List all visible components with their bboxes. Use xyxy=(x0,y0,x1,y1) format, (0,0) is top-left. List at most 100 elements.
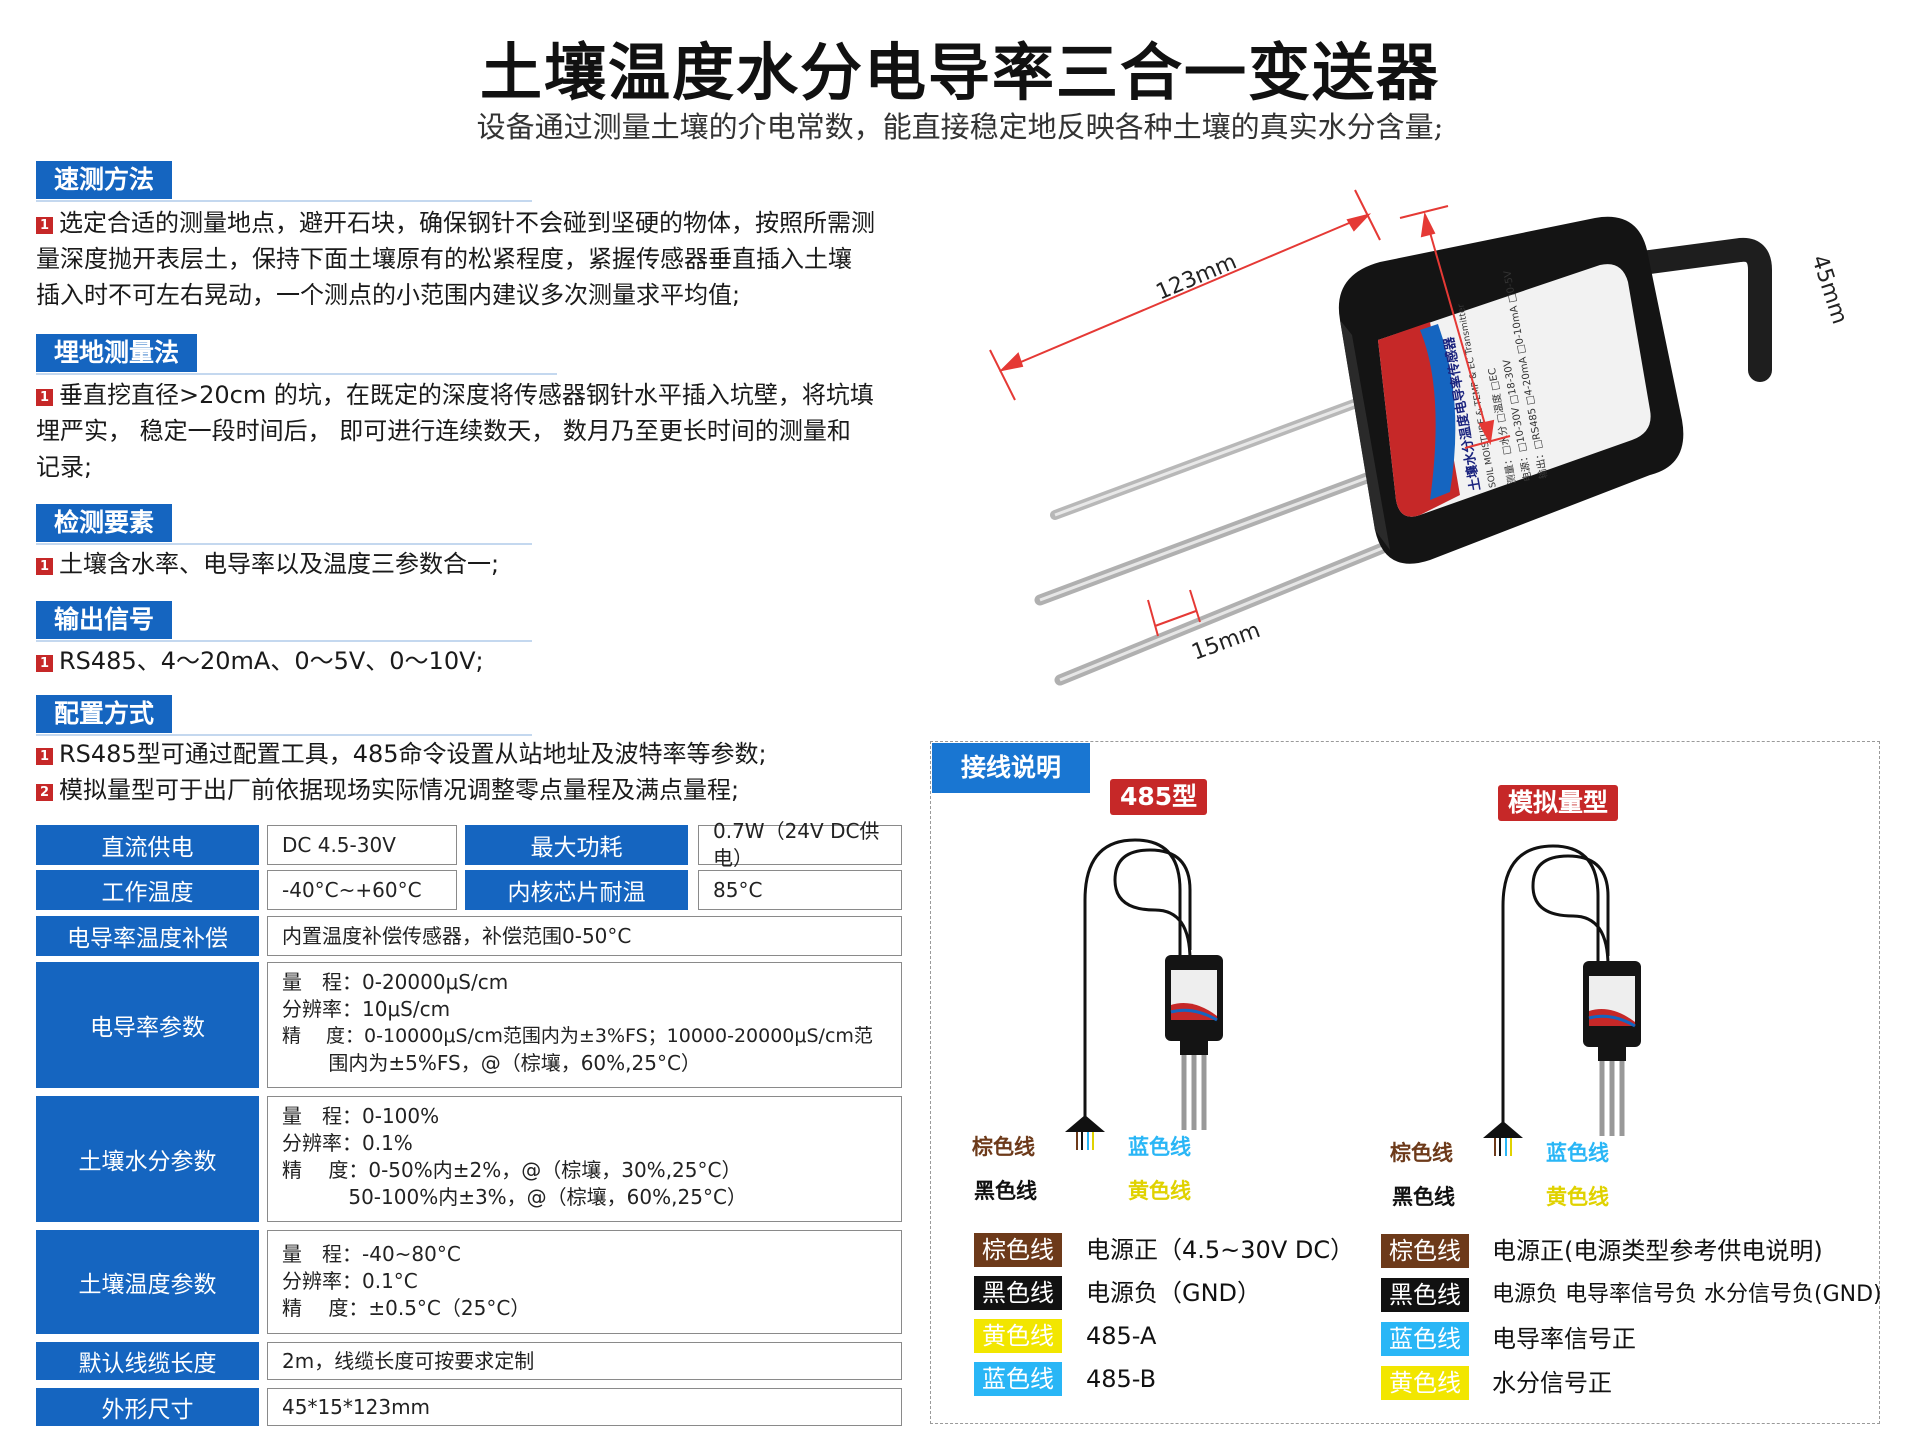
spec-line: 量 程：0-20000μS/cm xyxy=(282,970,509,994)
number-badge: 1 xyxy=(36,558,53,575)
item-line: 插入时不可左右晃动，一个测点的小范围内建议多次测量求平均值; xyxy=(36,281,741,309)
length-dimension-line xyxy=(1001,214,1369,371)
spec-value-ec: 量 程：0-20000μS/cm 分辨率：10μS/cm 精 度：0-10000… xyxy=(267,962,902,1088)
spec-label-cable: 默认线缆长度 xyxy=(36,1342,259,1380)
item-line: 模拟量型可于出厂前依据现场实际情况调整零点量程及满点量程; xyxy=(59,776,740,804)
legend-desc: 485-A xyxy=(1086,1322,1157,1350)
wire-label-blue: 蓝色线 xyxy=(1546,1141,1609,1165)
product-illustration: 土壤水分温度电导率传感器 SOIL MOISTURE & TEMP & EC T… xyxy=(989,189,1852,686)
item-line: RS485、4～20mA、0～5V、0～10V; xyxy=(59,647,484,675)
item-line: 埋严实， 稳定一段时间后， 即可进行连续数天， 数月乃至更长时间的测量和 xyxy=(36,417,851,445)
section-heading-quick-test: 速测方法 xyxy=(36,161,533,202)
item-line: 土壤含水率、电导率以及温度三参数合一; xyxy=(59,550,500,578)
spec-label-worktemp: 工作温度 xyxy=(36,870,259,910)
spec-value-power: DC 4.5-30V xyxy=(267,825,457,865)
spec-line: 50-100%内±3%，@（棕壤，60%,25°C） xyxy=(282,1185,747,1209)
arrow-head xyxy=(1346,213,1372,232)
legend-chip-black: 黑色线 xyxy=(974,1276,1062,1310)
list-item: 1 RS485、4～20mA、0～5V、0～10V; xyxy=(36,643,916,679)
spec-line: 精 度：±0.5°C（25°C） xyxy=(282,1296,531,1320)
arrow-head xyxy=(1478,419,1495,446)
legend-chip-yellow: 黄色线 xyxy=(1381,1366,1469,1400)
badge-analog-type: 模拟量型 xyxy=(1498,785,1619,821)
spec-line: 量 程：-40~80°C xyxy=(282,1242,461,1266)
spec-line: 分辨率：0.1°C xyxy=(282,1269,418,1293)
list-item: 2 模拟量型可于出厂前依据现场实际情况调整零点量程及满点量程; xyxy=(36,772,916,808)
arrow-head xyxy=(998,352,1024,372)
item-line: 量深度抛开表层土，保持下面土壤原有的松紧程度，紧握传感器垂直插入土壤 xyxy=(36,245,852,273)
dim-height-label: 45mm xyxy=(1806,252,1852,327)
legend-chip-brown: 棕色线 xyxy=(1381,1234,1469,1268)
probe-pins xyxy=(1034,393,1396,686)
wire-label-blue: 蓝色线 xyxy=(1128,1135,1191,1159)
legend-chip-yellow: 黄色线 xyxy=(974,1319,1062,1353)
spec-label-compensation: 电导率温度补偿 xyxy=(36,916,259,956)
arrow-head xyxy=(1420,211,1436,238)
spec-label-ec: 电导率参数 xyxy=(36,962,259,1088)
item-line: 记录; xyxy=(36,453,93,481)
legend-desc: 电导率信号正 xyxy=(1492,1325,1636,1353)
height-dimension-line xyxy=(1424,214,1491,443)
item-line: 选定合适的测量地点，避开石块，确保钢针不会碰到坚硬的物体，按照所需测 xyxy=(59,209,875,237)
spec-line: 量 程：0-100% xyxy=(282,1104,440,1128)
spec-value-maxpower: 0.7W（24V DC供电） xyxy=(698,819,902,870)
wiring-panel xyxy=(930,741,1880,1424)
wire-label-black: 黑色线 xyxy=(1392,1185,1455,1209)
spec-value-moisture: 量 程：0-100% 分辨率：0.1% 精 度：0-50%内±2%，@（棕壤，3… xyxy=(267,1096,902,1222)
number-badge: 1 xyxy=(36,389,53,406)
number-badge: 1 xyxy=(36,655,53,672)
spec-line: 围内为±5%FS，@（棕壤，60%,25°C） xyxy=(282,1051,701,1075)
spec-line: 精 度：0-50%内±2%，@（棕壤，30%,25°C） xyxy=(282,1158,742,1182)
legend-chip-brown: 棕色线 xyxy=(974,1233,1062,1267)
analog-wiring-diagram xyxy=(1483,844,1641,1156)
spec-line: 精 度：0-10000μS/cm范围内为±3%FS；10000-20000μS/… xyxy=(282,1025,873,1047)
number-badge: 2 xyxy=(36,784,53,801)
number-badge: 1 xyxy=(36,748,53,765)
list-item: 1 土壤含水率、电导率以及温度三参数合一; xyxy=(36,546,916,582)
wire-label-brown: 棕色线 xyxy=(1390,1141,1453,1165)
legend-desc: 水分信号正 xyxy=(1492,1369,1612,1397)
badge-rs485-type: 485型 xyxy=(1110,779,1208,815)
spec-label-maxpower: 最大功耗 xyxy=(465,825,688,865)
spec-label-chiptemp: 内核芯片耐温 xyxy=(465,870,688,910)
spec-line: 分辨率：10μS/cm xyxy=(282,997,451,1021)
spec-value-worktemp: -40°C~+60°C xyxy=(267,870,457,910)
legend-desc: 电源正(电源类型参考供电说明) xyxy=(1492,1237,1823,1265)
wire-label-black: 黑色线 xyxy=(974,1179,1037,1203)
number-badge: 1 xyxy=(36,217,53,234)
wiring-heading: 接线说明 xyxy=(932,743,1090,793)
spec-label-power: 直流供电 xyxy=(36,825,259,865)
spec-line: 分辨率：0.1% xyxy=(282,1131,413,1155)
legend-desc: 485-B xyxy=(1086,1365,1157,1393)
list-item: 1 选定合适的测量地点，避开石块，确保钢针不会碰到坚硬的物体，按照所需测 量深度抛… xyxy=(36,205,916,313)
item-line: 垂直挖直径>20cm 的坑，在既定的深度将传感器钢针水平插入坑壁，将坑填 xyxy=(59,381,874,409)
sensor-body xyxy=(1338,216,1684,564)
legend-desc: 电源正（4.5~30V DC） xyxy=(1086,1236,1355,1264)
section-heading-config: 配置方式 xyxy=(36,695,533,736)
thickness-dimension-line xyxy=(1154,610,1197,627)
dim-length-label: 123mm xyxy=(1153,249,1241,305)
spec-value-soiltemp: 量 程：-40~80°C 分辨率：0.1°C 精 度：±0.5°C（25°C） xyxy=(267,1230,902,1334)
spec-value-cable: 2m，线缆长度可按要求定制 xyxy=(267,1342,902,1380)
spec-value-size: 45*15*123mm xyxy=(267,1388,902,1426)
spec-label-size: 外形尺寸 xyxy=(36,1388,259,1426)
page-subtitle: 设备通过测量土壤的介电常数，能直接稳定地反映各种土壤的真实水分含量; xyxy=(476,110,1444,144)
legend-chip-blue: 蓝色线 xyxy=(1381,1322,1469,1356)
section-heading-output: 输出信号 xyxy=(36,601,533,642)
wire-label-brown: 棕色线 xyxy=(972,1135,1035,1159)
wire-label-yellow: 黄色线 xyxy=(1546,1185,1609,1209)
legend-chip-black: 黑色线 xyxy=(1381,1278,1469,1312)
section-heading-buried: 埋地测量法 xyxy=(36,334,558,375)
spec-label-moisture: 土壤水分参数 xyxy=(36,1096,259,1222)
spec-value-compensation: 内置温度补偿传感器，补偿范围0-50°C xyxy=(267,916,902,956)
spec-value-chiptemp: 85°C xyxy=(698,870,902,910)
legend-desc: 电源负（GND） xyxy=(1086,1279,1262,1307)
legend-desc: 电源负 电导率信号负 水分信号负(GND) xyxy=(1492,1282,1882,1307)
spec-label-soiltemp: 土壤温度参数 xyxy=(36,1230,259,1334)
section-heading-elements: 检测要素 xyxy=(36,504,533,545)
list-item: 1 垂直挖直径>20cm 的坑，在既定的深度将传感器钢针水平插入坑壁，将坑填 埋严… xyxy=(36,377,916,485)
legend-chip-blue: 蓝色线 xyxy=(974,1362,1062,1396)
wire-label-yellow: 黄色线 xyxy=(1128,1179,1191,1203)
page-title: 土壤温度水分电导率三合一变送器 xyxy=(479,36,1440,109)
